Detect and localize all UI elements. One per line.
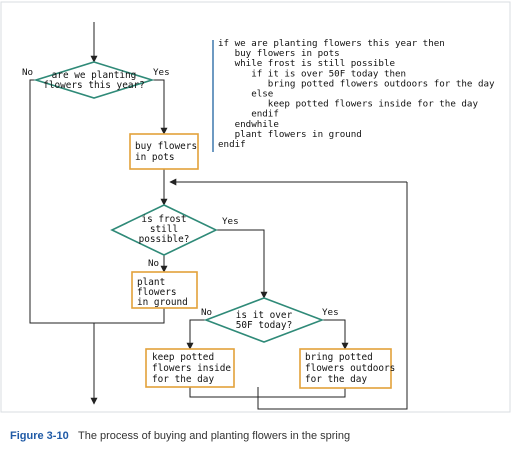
pseudocode-line: plant flowers in ground — [218, 129, 362, 140]
process-bring-box — [299, 348, 392, 389]
pseudocode-line: if we are planting flowers this year the… — [218, 38, 445, 49]
caption-figure-label: Figure 3-10 — [10, 430, 69, 442]
process-keep-text-3: for the day — [152, 374, 214, 385]
decision-planting-diamond — [33, 61, 155, 99]
process-keep-box — [145, 348, 235, 388]
process-buy-text-2: in pots — [135, 152, 175, 163]
pseudocode-line: endif — [218, 139, 246, 150]
pseudocode-block: if we are planting flowers this year the… — [218, 38, 495, 150]
process-buy-box — [129, 133, 199, 170]
connector-over50-yes — [320, 319, 349, 350]
decision-over50-text-1: is it over — [236, 310, 293, 321]
decision-frost-text-2: still — [150, 224, 178, 235]
decision-planting-text-2: flowers this year? — [43, 80, 145, 91]
caption-text: The process of buying and planting flowe… — [78, 430, 350, 442]
pseudocode-line: else — [218, 89, 273, 100]
decision-planting-text-1: are we planting — [52, 70, 137, 81]
label-over50-yes: Yes — [322, 307, 339, 318]
process-plant-text-2: flowers — [137, 287, 177, 298]
label-frost-no: No — [148, 258, 159, 269]
decision-over50-text-2: 50F today? — [236, 320, 292, 331]
process-plant-box — [131, 271, 198, 309]
pseudocode-line: buy flowers in pots — [218, 48, 340, 59]
process-bring-text-2: flowers outdoors — [305, 363, 395, 374]
process-plant-text-1: plant — [137, 277, 165, 288]
decision-frost-diamond — [110, 204, 218, 256]
pseudocode-line: keep potted flowers inside for the day — [218, 99, 478, 110]
connector-plant-to-end — [94, 308, 165, 324]
process-keep-text-1: keep potted — [152, 352, 214, 363]
connector-keep-merge — [189, 387, 259, 398]
process-keep-text-2: flowers inside — [152, 363, 231, 374]
decision-over50-diamond — [203, 297, 325, 343]
label-over50-no: No — [201, 307, 212, 318]
label-frost-yes: Yes — [222, 216, 239, 227]
connector-loop-back — [257, 182, 408, 410]
pseudocode-line: bring potted flowers outdoors for the da… — [218, 78, 495, 89]
pseudocode-line: endwhile — [218, 119, 279, 130]
process-buy-text-1: buy flowers — [135, 141, 197, 152]
process-bring-text-1: bring potted — [305, 352, 373, 363]
label-planting-yes: Yes — [153, 67, 170, 78]
connector-bring-merge — [258, 388, 346, 398]
decision-frost-text-3: possible? — [139, 234, 190, 245]
connector-frost-yes — [214, 229, 268, 299]
decision-frost-text-1: is frost — [141, 214, 186, 225]
pseudocode-line: while frost is still possible — [218, 58, 395, 69]
pseudocode-line: endif — [218, 109, 279, 120]
label-planting-no: No — [22, 67, 33, 78]
process-bring-text-3: for the day — [305, 374, 367, 385]
pseudocode-line: if it is over 50F today then — [218, 68, 406, 79]
connector-over50-no — [186, 319, 208, 350]
process-plant-text-3: in ground — [137, 297, 188, 308]
